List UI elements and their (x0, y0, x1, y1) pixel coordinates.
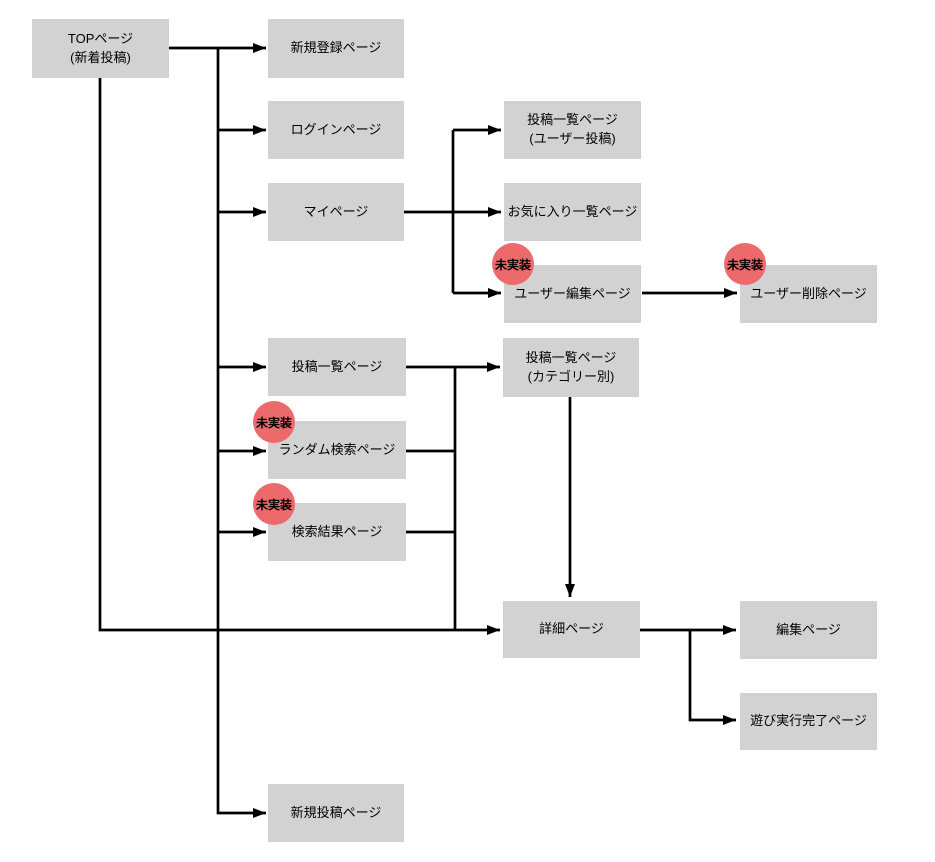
node-label: お気に入り一覧ページ (507, 203, 638, 219)
node-search-results-page: 検索結果ページ (268, 503, 406, 561)
node-label: 投稿一覧ページ (291, 358, 383, 374)
node-label: マイページ (303, 203, 369, 219)
node-label: 新規投稿ページ (290, 804, 382, 820)
connector-top-to-detail (98, 78, 500, 635)
node-label: 新規登録ページ (290, 40, 382, 56)
connector-detail-to-play-complete (688, 630, 736, 725)
node-sublabel: (カテゴリー別) (527, 368, 615, 384)
node-favorites-list-page: お気に入り一覧ページ (504, 183, 641, 241)
node-post-list-page: 投稿一覧ページ (268, 338, 406, 396)
connector-main-trunk-to-new-post (216, 48, 266, 818)
node-play-complete-page: 遊び実行完了ページ (740, 693, 877, 750)
node-detail-page: 詳細ページ (503, 601, 640, 658)
node-label: 編集ページ (776, 621, 841, 637)
not-implemented-badge-user-delete: 未実装 (724, 243, 766, 285)
not-implemented-badge-random-search: 未実装 (253, 401, 295, 443)
node-sublabel: (ユーザー投稿) (529, 131, 616, 146)
node-new-post-page: 新規投稿ページ (268, 784, 404, 842)
node-top-page: TOPページ (新着投稿) (32, 19, 169, 78)
node-label: ユーザー削除ページ (750, 285, 867, 301)
not-implemented-badge-user-edit: 未実装 (492, 243, 534, 285)
node-label: 投稿一覧ページ (525, 349, 617, 365)
node-label: 投稿一覧ページ (527, 112, 618, 128)
node-label: ログインページ (290, 121, 382, 137)
node-label: 詳細ページ (539, 621, 604, 637)
node-label: TOPページ (67, 30, 134, 46)
node-sublabel: (新着投稿) (70, 49, 131, 65)
node-login-page: ログインページ (268, 101, 404, 159)
node-signup-page: 新規登録ページ (268, 19, 404, 78)
node-label: 検索結果ページ (291, 523, 383, 539)
node-label: ランダム検索ページ (278, 441, 396, 457)
not-implemented-badge-search-results: 未実装 (253, 483, 295, 525)
node-post-list-by-category-page: 投稿一覧ページ (カテゴリー別) (503, 338, 639, 397)
node-label: ユーザー編集ページ (514, 285, 631, 301)
node-label: 遊び実行完了ページ (750, 713, 867, 729)
node-edit-page: 編集ページ (740, 601, 877, 659)
node-my-page: マイページ (268, 183, 404, 241)
node-post-list-user-posts-page: 投稿一覧ページ (ユーザー投稿) (504, 101, 641, 159)
